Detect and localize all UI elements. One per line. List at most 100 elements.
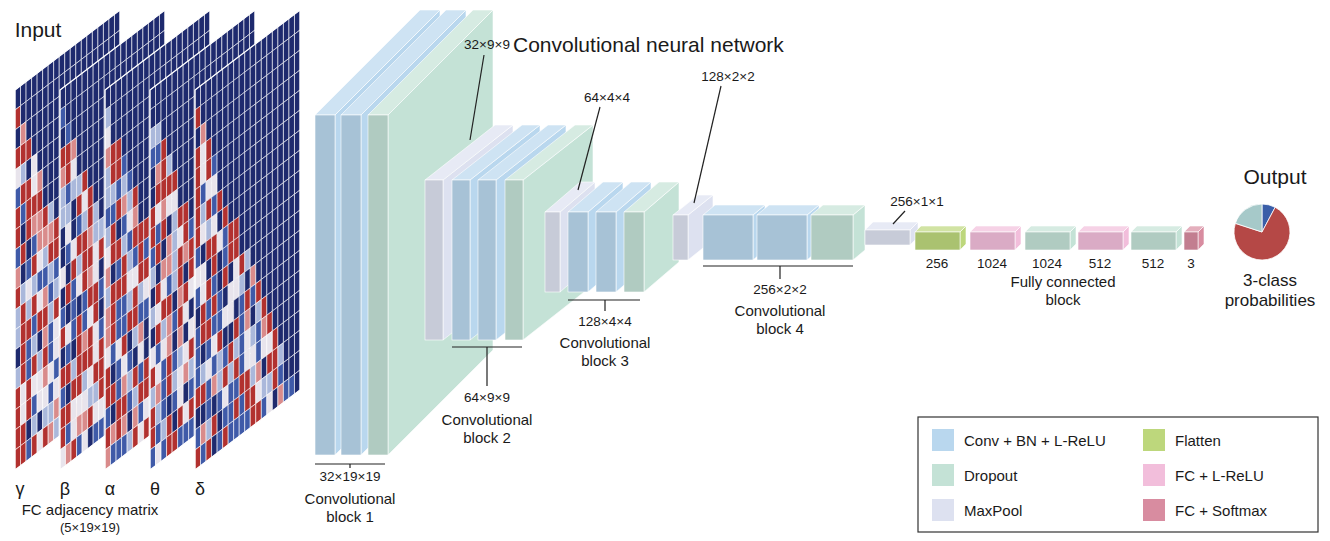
legend-text: Conv + BN + L-ReLU	[964, 432, 1106, 449]
diagram-label: 64×9×9	[464, 390, 510, 406]
block-top	[368, 10, 493, 115]
matrix-panel	[195, 10, 300, 470]
legend-swatch	[932, 499, 954, 521]
block-front	[568, 212, 588, 292]
block-top	[1131, 226, 1182, 232]
layer-block	[1184, 226, 1204, 250]
block-front	[1184, 232, 1198, 250]
block-front	[673, 215, 688, 260]
diagram-label: Convolutional neural network	[513, 32, 784, 57]
block-front	[315, 115, 335, 455]
block-front	[1131, 232, 1176, 250]
leader-line	[893, 211, 905, 224]
leader-line	[470, 55, 484, 140]
block-front	[545, 212, 560, 292]
output-pie	[1234, 204, 1290, 260]
layer-block	[1078, 226, 1129, 250]
diagram-label: 512	[1142, 256, 1165, 272]
block-front	[1078, 232, 1123, 250]
leader-line	[694, 86, 721, 203]
diagram-label: 256	[926, 256, 949, 272]
legend-text: Dropout	[964, 467, 1017, 484]
panel-border	[105, 10, 210, 470]
block-top	[1184, 226, 1204, 232]
block-top	[703, 205, 765, 215]
layer-block	[915, 226, 966, 250]
diagram-label: 1024	[1032, 256, 1062, 272]
block-front	[341, 115, 361, 455]
block-front	[915, 232, 960, 250]
diagram-label: 32×19×19	[320, 469, 381, 485]
diagram-label: 256×2×2	[753, 282, 806, 298]
layer-block	[1131, 226, 1182, 250]
diagram-label: Convolutional block 1	[295, 490, 405, 526]
panel-border	[15, 10, 120, 470]
block-front	[970, 232, 1015, 250]
legend-text: Flatten	[1175, 432, 1221, 449]
block-front	[865, 230, 910, 245]
diagram-label: Output	[1243, 164, 1306, 189]
layer-block	[970, 226, 1021, 250]
block-bracket	[703, 266, 853, 279]
matrix-panel	[150, 10, 255, 470]
block-top	[811, 205, 865, 215]
block-front	[811, 215, 853, 260]
diagram-label: 128×2×2	[701, 69, 754, 85]
block-bracket	[315, 464, 385, 468]
block-front	[1025, 232, 1070, 250]
block-top	[865, 222, 918, 230]
diagram-label: θ	[150, 479, 160, 501]
diagram-label: Fully connected block	[1003, 273, 1123, 309]
block-top	[970, 226, 1021, 232]
diagram-label: 64×4×4	[584, 90, 630, 106]
diagram-label: Convolutional block 4	[725, 302, 835, 338]
block-bracket	[452, 347, 522, 386]
diagram-label: Convolutional block 2	[432, 411, 542, 447]
diagram-label: (5×19×19)	[60, 520, 120, 536]
panel-border	[60, 10, 165, 470]
block-front	[624, 212, 644, 292]
legend-text: FC + Softmax	[1175, 502, 1267, 519]
layer-block	[865, 222, 918, 245]
layer-block	[757, 205, 819, 260]
block-front	[478, 180, 496, 340]
diagram-label: δ	[195, 479, 205, 501]
matrix-panel	[15, 10, 120, 470]
diagram-label: Input	[15, 17, 62, 42]
legend-swatch	[1143, 429, 1165, 451]
block-front	[703, 215, 753, 260]
diagram-label: Convolutional block 3	[550, 334, 660, 370]
legend-swatch	[932, 464, 954, 486]
block-front	[452, 180, 470, 340]
matrix-panel	[60, 10, 165, 470]
diagram-label: FC adjacency matrix	[22, 501, 159, 519]
block-top	[624, 182, 679, 212]
layer-block	[624, 182, 679, 292]
panel-border	[195, 10, 300, 470]
diagram-label: β	[60, 479, 70, 501]
legend-swatch	[1143, 464, 1165, 486]
brackets	[315, 55, 905, 468]
block-top	[757, 205, 819, 215]
layer-block	[1025, 226, 1076, 250]
layer-block	[811, 205, 865, 260]
legend-text: FC + L-ReLU	[1175, 467, 1264, 484]
legend-text: MaxPool	[964, 502, 1022, 519]
input-panels	[15, 10, 300, 470]
diagram-label: 32×9×9	[464, 37, 510, 53]
legend-frame	[918, 417, 1318, 532]
block-front	[425, 180, 443, 340]
block-front	[757, 215, 807, 260]
layer-block	[505, 125, 593, 340]
panel-border	[150, 10, 255, 470]
block-top	[1025, 226, 1076, 232]
leader-line	[578, 107, 600, 190]
diagram-label: α	[105, 479, 115, 501]
diagram-label: 512	[1089, 256, 1112, 272]
block-front	[596, 212, 616, 292]
block-top	[505, 125, 593, 180]
diagram-label: 256×1×1	[890, 194, 943, 210]
block-top	[1078, 226, 1129, 232]
layer-block	[703, 205, 765, 260]
